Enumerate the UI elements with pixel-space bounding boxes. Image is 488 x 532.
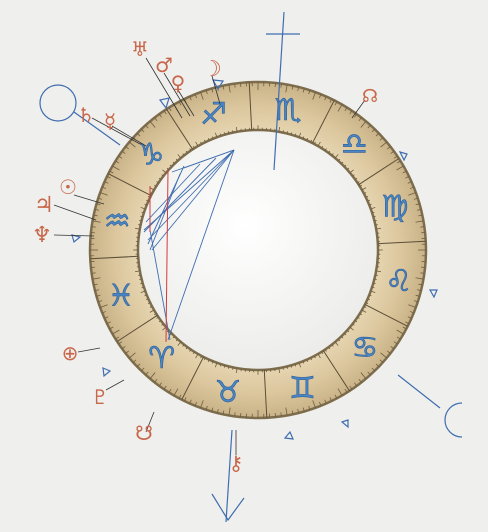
ring-tick — [92, 227, 96, 228]
ring-tick — [420, 227, 424, 228]
ring-tick — [228, 366, 229, 368]
ring-tick — [287, 131, 288, 133]
south-node-icon: ☋ — [135, 421, 153, 445]
jupiter-icon: ♃ — [34, 193, 54, 218]
pluto-icon: ♇ — [91, 385, 109, 409]
capricorn-icon: ♑ — [138, 138, 165, 173]
sun-icon: ☉ — [59, 175, 77, 199]
aquarius-icon: ♒ — [104, 204, 131, 239]
ring-tick — [374, 220, 376, 221]
mercury-icon: ☿ — [104, 109, 116, 133]
earth-icon: ⊕ — [62, 341, 79, 365]
ring-tick — [374, 279, 376, 280]
north-node-icon: ☊ — [362, 86, 378, 107]
pisces-icon: ♓ — [108, 278, 135, 313]
aries-icon: ♈ — [148, 341, 175, 376]
ring-tick — [92, 273, 96, 274]
leo-icon: ♌ — [385, 264, 412, 299]
ring-tick — [235, 84, 236, 88]
ring-tick — [281, 84, 282, 88]
zodiac-ring: ♐♏♎♍♌♋♊♉♈♓♒♑ — [90, 82, 426, 418]
uranus-icon: ♅ — [131, 37, 149, 61]
cancer-icon: ♋ — [352, 330, 379, 365]
ring-tick — [228, 131, 229, 133]
virgo-icon: ♍ — [381, 190, 408, 225]
ring-tick — [139, 279, 141, 280]
libra-icon: ♎ — [341, 127, 368, 162]
taurus-icon: ♉ — [215, 375, 242, 410]
ring-tick — [281, 412, 282, 416]
moon-icon: ☽ — [202, 57, 222, 82]
venus-icon: ♀ — [171, 71, 186, 95]
ring-tick — [235, 412, 236, 416]
chiron-icon: ⚷ — [229, 451, 244, 475]
neptune-icon: ♆ — [32, 223, 52, 248]
ring-tick — [139, 220, 141, 221]
saturn-icon: ♄ — [77, 103, 95, 127]
gemini-icon: ♊ — [289, 371, 316, 406]
ring-tick — [420, 273, 424, 274]
ring-tick — [287, 366, 288, 368]
sagittarius-icon: ♐ — [200, 97, 227, 132]
